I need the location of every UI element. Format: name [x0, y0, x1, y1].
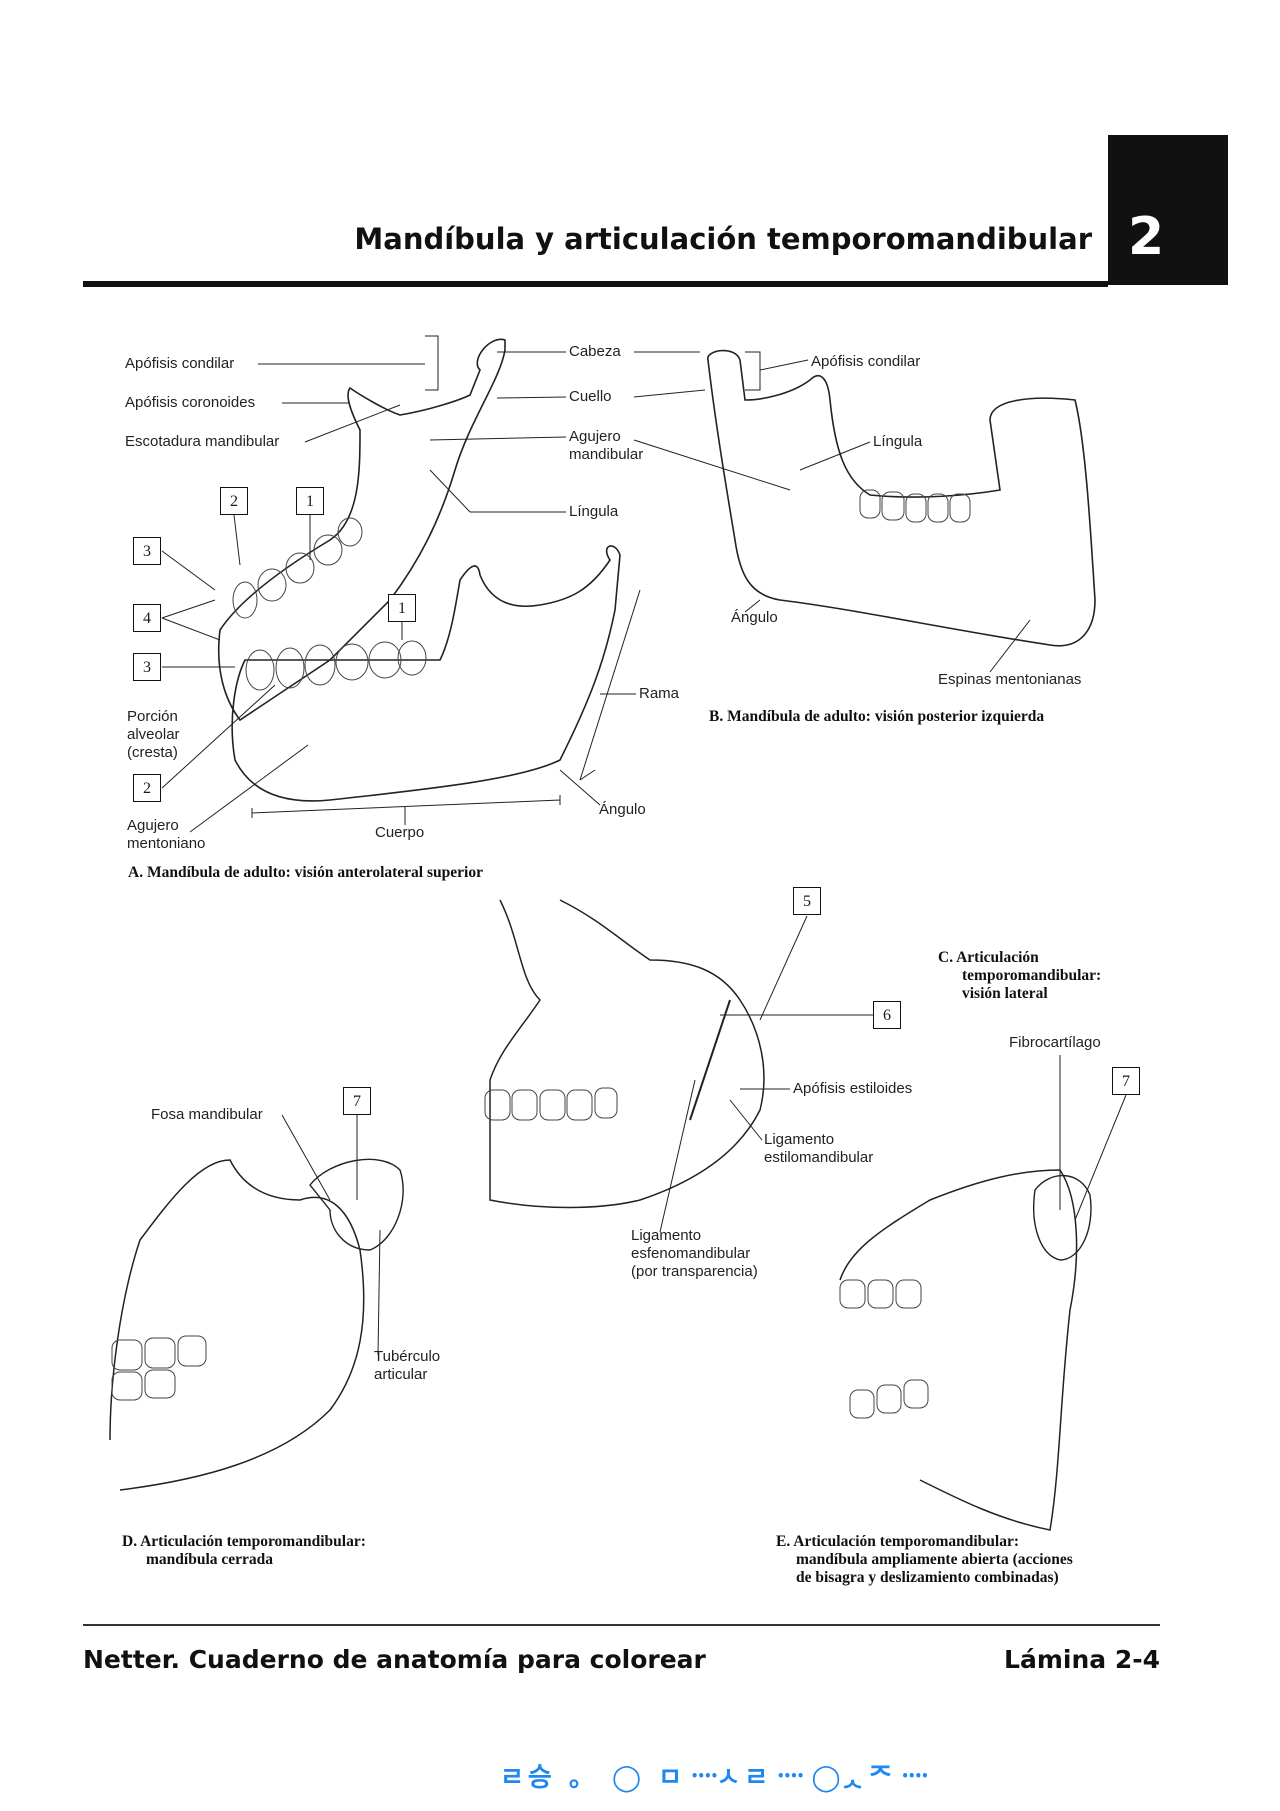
caption-a: A. Mandíbula de adulto: visión anterolat… — [128, 864, 483, 882]
chapter-number: 2 — [1128, 207, 1165, 267]
caption-e: E. Articulación temporomandibular:mandíb… — [776, 1533, 1073, 1587]
chapter-tab: 2 — [1108, 135, 1228, 285]
number-box-1: 1 — [388, 594, 416, 622]
label-agujero-mentoniano: Agujero mentoniano — [127, 817, 206, 852]
caption-text: mandíbula cerrada — [146, 1551, 274, 1568]
caption-letter: B. — [709, 708, 724, 725]
page-title: Mandíbula y articulación temporomandibul… — [354, 222, 1092, 256]
label-lingula-a: Língula — [569, 503, 619, 520]
number-box-3: 3 — [133, 537, 161, 565]
caption-letter: A. — [128, 864, 144, 881]
label-line: Ligamento — [631, 1227, 702, 1244]
label-escotadura-mandibular: Escotadura mandibular — [125, 433, 280, 450]
leader-lines — [161, 335, 1127, 1356]
caption-text: Articulación temporomandibular: — [793, 1533, 1019, 1550]
skull-e-illustration — [839, 1169, 1092, 1531]
number-box-4: 4 — [133, 604, 161, 632]
label-agujero-mandibular: Agujero mandibular — [569, 428, 644, 463]
caption-text: Mandíbula de adulto: visión posterior iz… — [727, 708, 1045, 725]
caption-text: mandíbula ampliamente abierta (acciones — [796, 1551, 1073, 1568]
footer-book-title: Netter. Cuaderno de anatomía para colore… — [83, 1645, 706, 1674]
mandible-b-illustration — [707, 349, 1096, 647]
caption-text: Articulación temporomandibular: — [140, 1533, 366, 1550]
label-line: (por transparencia) — [631, 1263, 758, 1280]
label-lingula-b: Língula — [873, 433, 923, 450]
label-cuello: Cuello — [569, 388, 612, 405]
label-angulo-b: Ángulo — [731, 609, 778, 626]
label-apofisis-coronoides: Apófisis coronoides — [125, 394, 256, 411]
label-rama: Rama — [639, 685, 680, 702]
caption-text: temporomandibular: — [962, 967, 1102, 984]
number-box-3: 3 — [133, 653, 161, 681]
number-box-7: 7 — [1112, 1067, 1140, 1095]
skull-d-illustration — [109, 1158, 404, 1491]
caption-d: D. Articulación temporomandibular:mandíb… — [122, 1533, 366, 1569]
number-box-1: 1 — [296, 487, 324, 515]
number-box-7: 7 — [343, 1087, 371, 1115]
caption-text: Articulación — [956, 949, 1039, 966]
footer-rule — [83, 1624, 1160, 1626]
caption-letter: D. — [122, 1533, 138, 1550]
caption-text: Mandíbula de adulto: visión anterolatera… — [146, 864, 483, 881]
label-line: Ligamento — [764, 1131, 835, 1148]
label-espinas-mentonianas: Espinas mentonianas — [938, 671, 1082, 688]
label-cabeza: Cabeza — [569, 343, 621, 360]
label-line: Tubérculo — [374, 1348, 441, 1365]
number-box-2: 2 — [133, 774, 161, 802]
caption-b: B. Mandíbula de adulto: visión posterior… — [709, 708, 1044, 726]
label-apofisis-estiloides: Apófisis estiloides — [793, 1080, 913, 1097]
label-line: articular — [374, 1366, 428, 1383]
skull-c-illustration — [484, 899, 765, 1209]
label-fibrocartilago: Fibrocartílago — [1009, 1034, 1101, 1051]
caption-text: visión lateral — [962, 985, 1048, 1002]
label-angulo-a: Ángulo — [599, 801, 646, 818]
number-box-2: 2 — [220, 487, 248, 515]
number-box-6: 6 — [873, 1001, 901, 1029]
watermark-glyphs: ㄹ승 。 ◯ ㅁ᠁ㅅㄹ᠁ ◯ᆺᄌ᠁ — [500, 1763, 927, 1793]
caption-letter: E. — [776, 1533, 791, 1550]
label-apofisis-condilar-a: Apófisis condilar — [125, 355, 235, 372]
mandible-a-illustration — [217, 338, 621, 802]
label-porcion-alveolar: Porción alveolar (cresta) — [127, 708, 180, 761]
label-apofisis-condilar-b: Apófisis condilar — [811, 353, 921, 370]
footer-plate-number: Lámina 2-4 — [1004, 1645, 1160, 1674]
caption-text: de bisagra y deslizamiento combinadas) — [796, 1569, 1059, 1586]
number-box-5: 5 — [793, 887, 821, 915]
label-cuerpo: Cuerpo — [375, 824, 425, 841]
label-line: esfenomandibular — [631, 1245, 751, 1262]
label-fosa-mandibular: Fosa mandibular — [151, 1106, 263, 1123]
label-line: estilomandibular — [764, 1149, 874, 1166]
caption-letter: C. — [938, 949, 954, 966]
header-rule — [83, 281, 1108, 287]
